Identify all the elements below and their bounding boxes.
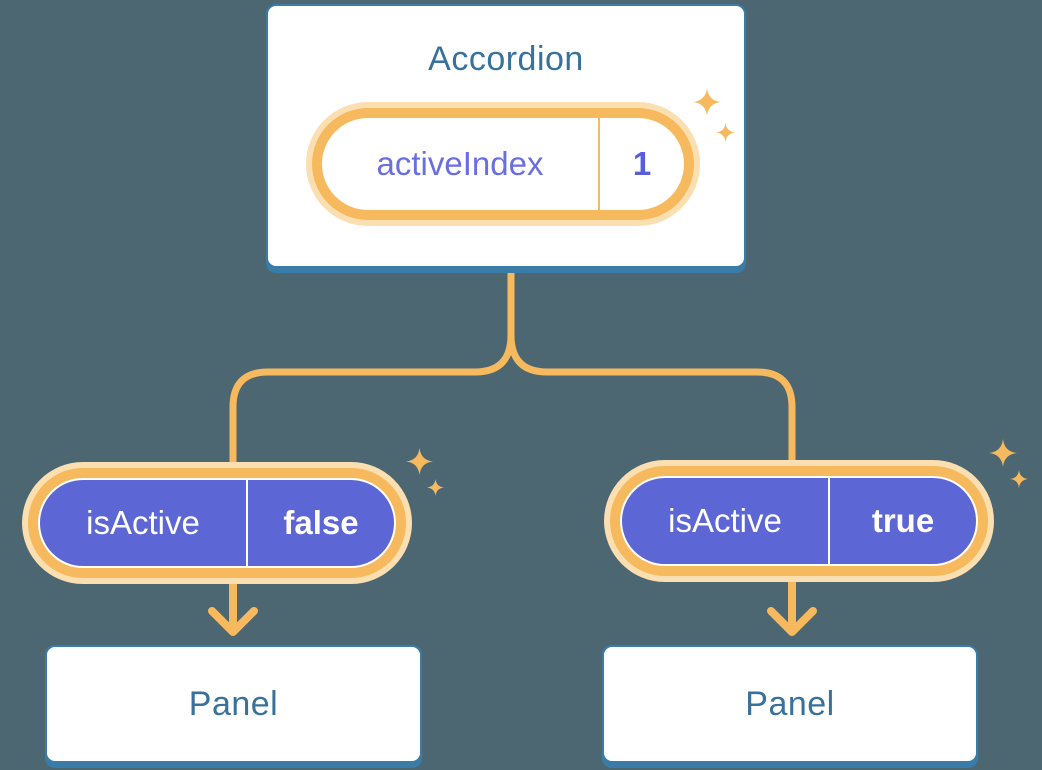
prop-pill-value: true — [871, 502, 935, 539]
panel-title: Panel — [188, 684, 279, 723]
sparkle-icon — [406, 448, 433, 475]
arrow-down-icon-right — [767, 574, 817, 636]
state-pill-label: activeIndex — [376, 145, 544, 182]
pill-divider — [828, 478, 830, 564]
sparkle-icon — [716, 123, 735, 142]
prop-pill-label: isActive — [86, 504, 200, 541]
panel-card-left: Panel — [45, 645, 422, 763]
pill-divider — [246, 480, 248, 566]
arrow-down-icon-left — [208, 574, 258, 636]
sparkle-icon — [693, 88, 721, 116]
state-pill-value: 1 — [632, 145, 652, 182]
pill-divider — [598, 118, 600, 210]
panel-title: Panel — [745, 684, 835, 723]
prop-pill-isactive-false: isActive false — [38, 478, 396, 568]
accordion-title: Accordion — [428, 40, 584, 78]
sparkle-icon — [427, 479, 444, 496]
sparkle-icon — [1010, 470, 1028, 488]
prop-pill-isactive-true: isActive true — [620, 476, 978, 566]
sparkle-icon — [989, 439, 1017, 467]
prop-pill-label: isActive — [668, 502, 782, 539]
panel-card-right: Panel — [602, 645, 978, 763]
prop-pill-value: false — [283, 504, 359, 541]
fork-connector-line — [229, 267, 796, 467]
state-pill-activeindex: activeIndex 1 — [322, 118, 684, 210]
